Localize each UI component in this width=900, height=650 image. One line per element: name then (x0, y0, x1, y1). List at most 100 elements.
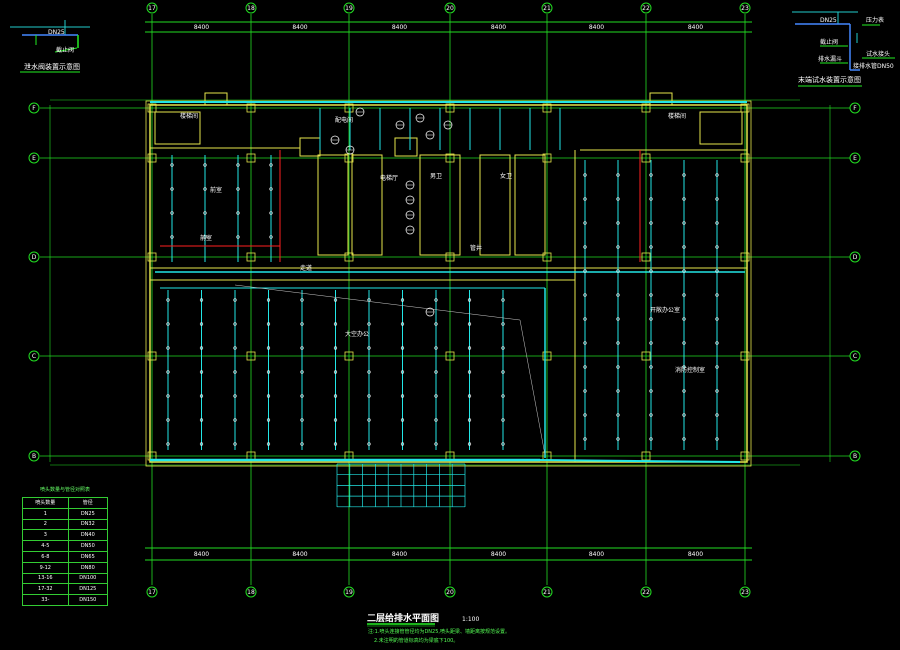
detail-right-gauge: 压力表 (866, 16, 884, 24)
structural-column (246, 252, 256, 262)
sprinkler-head (715, 173, 719, 177)
leader-line (234, 284, 521, 321)
exterior-wall (149, 104, 748, 463)
legend-pipe-size: DN25 (67, 507, 109, 520)
legend-header: 喷头数量 (22, 497, 69, 509)
sprinkler-head (266, 346, 271, 350)
sprinkler-head (501, 298, 505, 302)
detail-right-funnel: 排水漏斗 (818, 55, 842, 63)
grid-label-column: 23 (741, 5, 749, 12)
sprinkler-head (616, 437, 620, 441)
sprinkler-head (333, 394, 338, 398)
sprinkler-head (434, 298, 438, 302)
detail-right-test: 试水接头 (866, 50, 890, 58)
sprinkler-head (467, 394, 472, 398)
drawing-note-1: 注:1.喷头连接管管径均为DN25,喷头距梁、墙距离按规范设置。 (368, 628, 510, 635)
grid-bubble-column (343, 2, 355, 14)
structural-column (740, 103, 750, 113)
legend-header-row: 喷头数量 管径 (22, 497, 109, 509)
sprinkler-head (616, 173, 620, 177)
grid-bubble-column (245, 586, 257, 598)
sprinkler-head (199, 394, 204, 398)
drawing-note-2: 2.未注明的管道标高均为梁底下100。 (374, 637, 458, 644)
wall (514, 154, 546, 256)
dimension-text: 8400 (292, 551, 307, 558)
sprinkler-head (616, 317, 620, 321)
structural-column (542, 351, 552, 361)
grid-label-column: 22 (642, 5, 650, 12)
sprinkler-head (682, 341, 686, 345)
drawing-title: 二层给排水平面图 (367, 612, 439, 624)
sprinkler-head (170, 211, 174, 215)
grid-bubble-column (343, 586, 355, 598)
structural-column (246, 153, 256, 163)
dimension-text: 8400 (292, 24, 307, 31)
sprinkler-head (333, 346, 338, 350)
sprinkler-head (616, 197, 620, 201)
sprinkler-head (166, 418, 170, 422)
sprinkler-head (583, 341, 587, 345)
grid-label-column: 20 (446, 589, 454, 596)
sprinkler-head (649, 269, 653, 273)
grid-bubble-row (28, 102, 40, 114)
drawing-title-block: 二层给排水平面图 1:100 注:1.喷头连接管管径均为DN25,喷头距梁、墙距… (367, 612, 510, 644)
sprinkler-head (400, 394, 405, 398)
sprinkler-head (300, 370, 304, 374)
grid-label-column: 23 (741, 589, 749, 596)
sprinkler-head (434, 322, 438, 326)
grid-label-row: C (32, 353, 36, 360)
sprinkler-head (233, 346, 237, 350)
sprinkler-head (269, 187, 273, 191)
sprinkler-head (616, 269, 620, 273)
sprinkler-head (166, 442, 170, 446)
sprinkler-head (203, 187, 207, 191)
sprinkler-head (715, 365, 719, 369)
sprinkler-head (467, 442, 472, 446)
grid-label-row: D (853, 254, 858, 261)
grid-bubble-column (640, 586, 652, 598)
structural-column (246, 351, 256, 361)
sprinkler-head (583, 173, 587, 177)
sprinkler-head (434, 418, 438, 422)
sprinkler-head (400, 370, 405, 374)
legend-header: 管径 (67, 497, 109, 509)
sprinkler-head (400, 322, 405, 326)
wall (419, 154, 461, 256)
grid-bubble-column (640, 2, 652, 14)
sprinkler-head (166, 298, 170, 302)
sprinkler-head (236, 235, 240, 239)
legend-pipe-size: DN150 (67, 594, 109, 606)
sprinkler-head (199, 322, 204, 326)
wall (299, 137, 321, 157)
room-label: 管井 (470, 244, 482, 252)
sprinkler-head (199, 442, 204, 446)
legend-pipe-size: DN40 (67, 529, 109, 542)
sprinkler-head (300, 298, 304, 302)
sprinkler-head (233, 370, 237, 374)
sprinkler-head (434, 370, 438, 374)
grid-bubble-row (849, 152, 861, 164)
structural-column (641, 451, 651, 461)
detail-left-valve: 截止阀 (56, 46, 74, 54)
sprinkler-head (649, 389, 653, 393)
sprinkler-head (333, 370, 338, 374)
legend-sprinkler-count: 1 (22, 507, 69, 520)
grid-bubble-row (28, 251, 40, 263)
sprinkler-head (649, 437, 653, 441)
sprinkler-head (400, 418, 405, 422)
wall (699, 111, 743, 145)
structural-column (445, 351, 455, 361)
room-label: 女卫 (500, 172, 512, 180)
room-label: 电梯厅 (380, 174, 398, 182)
sprinkler-pipes (150, 101, 747, 463)
sprinkler-head (682, 173, 686, 177)
sprinkler-head (715, 269, 719, 273)
grid-bubble-column (541, 586, 553, 598)
sprinkler-head (616, 413, 620, 417)
detail-left-size: DN25 (48, 29, 65, 36)
grid-label-column: 18 (247, 5, 255, 12)
stair-projection (204, 92, 228, 106)
